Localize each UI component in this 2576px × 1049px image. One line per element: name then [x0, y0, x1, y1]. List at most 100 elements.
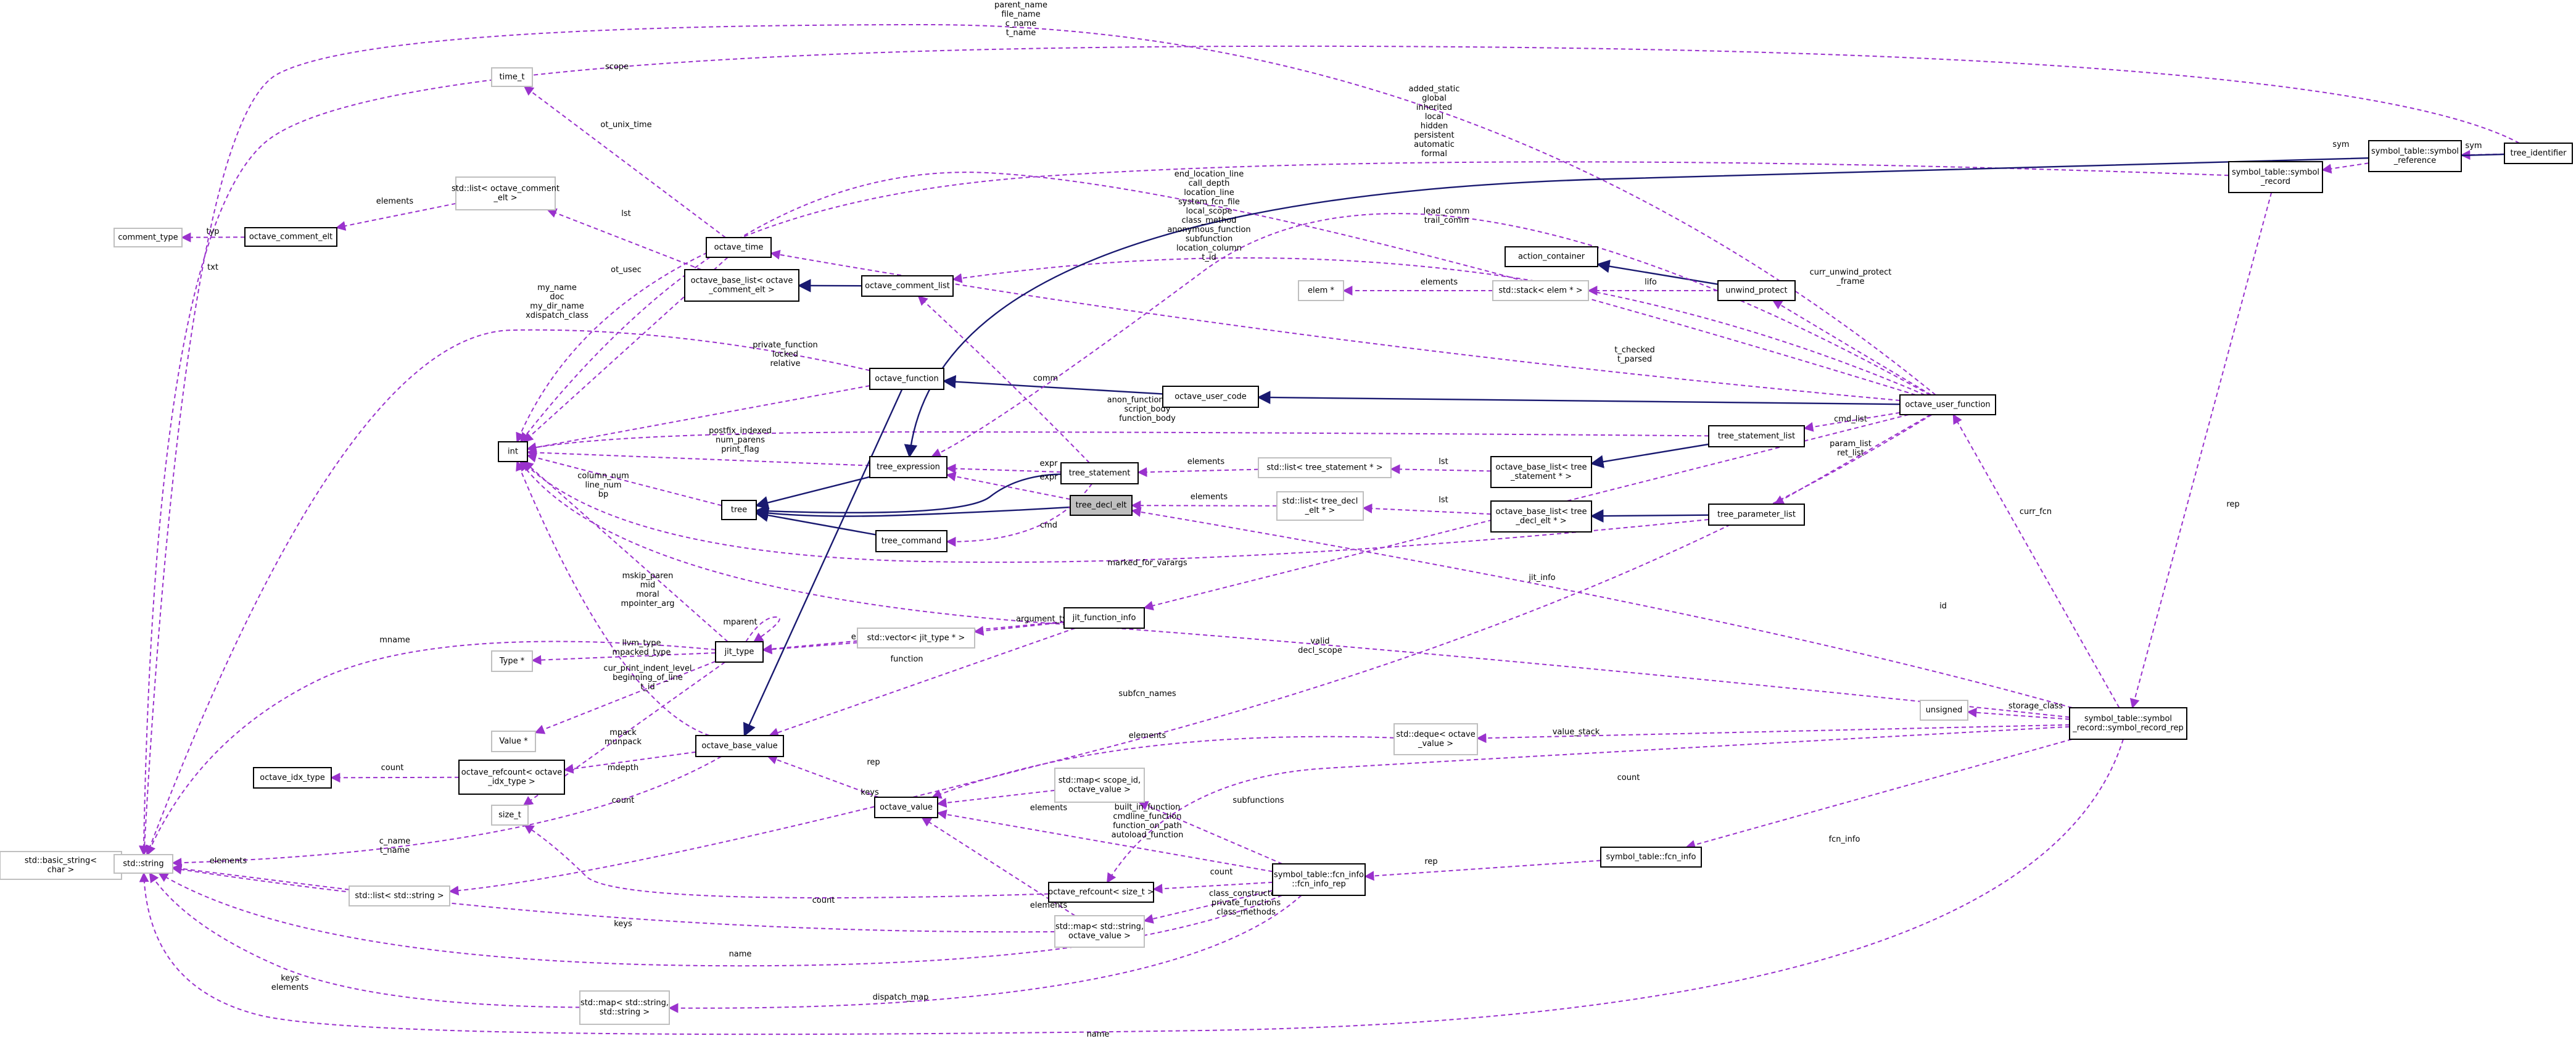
node-std-list-std-string[interactable]: std::list< std::string > — [349, 885, 450, 906]
node-label: std::deque< octave — [1396, 730, 1476, 739]
node-std-list-comment-elt[interactable]: std::list< octave_comment_elt > — [452, 176, 559, 210]
node-octave-value[interactable]: octave_value — [874, 797, 938, 818]
node-octave-time[interactable]: octave_time — [706, 237, 772, 258]
edge-octave-user-function-to-octave-time — [770, 249, 1901, 401]
node-type-ptr[interactable]: Type * — [491, 650, 533, 672]
node-box — [1708, 504, 1805, 526]
edge-label-line: typ — [206, 227, 219, 236]
node-std-vector-jit-type[interactable]: std::vector< jit_type * > — [857, 628, 975, 649]
node-std-map-scope-id[interactable]: std::map< scope_id,octave_value > — [1054, 768, 1145, 803]
edge-std-map-string-value-to-std-string — [171, 864, 1055, 933]
edge-label-line: xdispatch_class — [526, 311, 588, 320]
node-label: _value > — [1418, 739, 1453, 748]
node-int[interactable]: int — [498, 441, 528, 462]
edge-label-line: dispatch_map — [873, 993, 929, 1002]
edge-label-line: elements — [1191, 492, 1228, 502]
edge-label-line: marked_for_varargs — [1107, 558, 1187, 568]
node-jit-function-info[interactable]: jit_function_info — [1063, 607, 1145, 629]
edge-label-line: curr_fcn — [2020, 507, 2052, 516]
edge-label-value-stack: value_stack — [1553, 728, 1600, 737]
node-box — [1600, 847, 1702, 868]
node-octave-user-code[interactable]: octave_user_code — [1162, 386, 1259, 408]
edge-label-line: mpointer_arg — [621, 599, 675, 608]
node-octave-refcount-size-t[interactable]: octave_refcount< size_t > — [1048, 882, 1154, 903]
node-label: tree_identifier — [2511, 149, 2567, 158]
node-std-string[interactable]: std::string — [114, 854, 173, 874]
edge-unwind-protect-to-action-container — [1596, 259, 1719, 285]
node-unwind-protect[interactable]: unwind_protect — [1717, 280, 1796, 301]
node-value-ptr[interactable]: Value * — [491, 731, 536, 752]
edge-label-line: rep — [2226, 500, 2239, 509]
node-octave-base-list-tree-statement[interactable]: octave_base_list< tree_statement * > — [1490, 456, 1592, 488]
node-std-deque-value[interactable]: std::deque< octave_value > — [1393, 723, 1478, 755]
node-label: size_t — [498, 811, 521, 820]
node-symbol-record-rep[interactable]: symbol_table::symbol_record::symbol_reco… — [2069, 707, 2187, 740]
node-tree-identifier[interactable]: tree_identifier — [2504, 143, 2573, 164]
node-symbol-record[interactable]: symbol_table::symbol_record — [2228, 161, 2323, 193]
edge-label-sym-reference: sym — [2465, 141, 2482, 151]
node-action-container[interactable]: action_container — [1505, 246, 1598, 267]
node-tree-statement-list[interactable]: tree_statement_list — [1708, 425, 1805, 447]
node-box — [874, 797, 938, 818]
node-std-stack-elem[interactable]: std::stack< elem * > — [1492, 280, 1589, 301]
node-tree-parameter-list[interactable]: tree_parameter_list — [1708, 504, 1805, 526]
edge-label-line: elements — [1129, 731, 1166, 740]
node-std-list-tree-statement[interactable]: std::list< tree_statement * > — [1258, 457, 1392, 478]
node-comment-type[interactable]: comment_type — [114, 228, 183, 247]
node-fcn-info[interactable]: symbol_table::fcn_info — [1600, 847, 1702, 868]
edge-symbol-record-rep-to-octave-refcount-size-t — [1107, 726, 2070, 884]
node-octave-base-list-comment-elt[interactable]: octave_base_list< octave_comment_elt > — [684, 269, 799, 302]
node-label: jit_type — [724, 647, 754, 657]
node-tree-decl-elt[interactable]: tree_decl_elt — [1070, 495, 1133, 516]
edge-tree-decl-elt-to-tree-expression — [946, 471, 1071, 500]
node-octave-base-list-tree-decl-elt[interactable]: octave_base_list< tree_decl_elt * > — [1490, 500, 1592, 533]
node-label: std::list< tree_decl — [1282, 497, 1358, 506]
node-octave-comment-elt[interactable]: octave_comment_elt — [244, 227, 337, 247]
edge-label-curr-unwind: curr_unwind_protect_frame — [1810, 268, 1892, 286]
edge-fcn-info-rep-to-std-string — [158, 873, 1282, 967]
edge-label-line: anonymous_function — [1167, 225, 1250, 234]
node-std-map-string-string[interactable]: std::map< std::string,std::string > — [579, 990, 670, 1025]
node-label: Value * — [499, 737, 528, 746]
edge-label-rep-value: rep — [867, 758, 880, 767]
node-tree[interactable]: tree — [721, 500, 757, 520]
edge-label-line: private_function — [753, 341, 818, 350]
node-box — [1054, 915, 1145, 948]
node-tree-expression[interactable]: tree_expression — [869, 456, 947, 478]
node-octave-refcount-idx[interactable]: octave_refcount< octave_idx_type > — [458, 760, 565, 795]
node-std-map-string-value[interactable]: std::map< std::string,octave_value > — [1054, 915, 1145, 948]
node-octave-function[interactable]: octave_function — [869, 368, 944, 390]
edge-label-line: private_functions — [1212, 898, 1281, 908]
node-symbol-reference[interactable]: symbol_table::symbol_reference — [2368, 140, 2462, 172]
edge-label-line: locked — [772, 350, 798, 359]
edge-label-storage-class: storage_class — [2008, 702, 2063, 711]
edge-std-list-tree-decl-elt-to-tree-decl-elt — [1131, 500, 1278, 511]
edge-symbol-record-to-symbol-record-rep — [2129, 192, 2273, 709]
node-octave-comment-list[interactable]: octave_comment_list — [861, 275, 954, 297]
edge-label-marked-for-varargs: marked_for_varargs — [1107, 558, 1187, 568]
node-unsigned[interactable]: unsigned — [1920, 700, 1968, 721]
node-label: _elt * > — [1305, 506, 1335, 515]
node-std-basic-string[interactable]: std::basic_string<char > — [0, 851, 122, 880]
edge-label-jit-info: jit_info — [1528, 573, 1555, 583]
edge-std-list-std-string-to-std-string — [171, 863, 350, 890]
node-time-t[interactable]: time_t — [491, 67, 533, 87]
node-box — [1272, 863, 1366, 896]
node-octave-base-value[interactable]: octave_base_value — [695, 735, 784, 757]
node-elem-ptr[interactable]: elem * — [1298, 280, 1344, 301]
node-fcn-info-rep[interactable]: symbol_table::fcn_info::fcn_info_rep — [1272, 863, 1366, 896]
node-jit-type[interactable]: jit_type — [715, 641, 764, 663]
edge-std-map-scope-id-to-octave-value — [936, 789, 1055, 808]
node-box — [1393, 723, 1478, 755]
node-tree-statement[interactable]: tree_statement — [1060, 462, 1139, 484]
edge-label-line: munpack — [605, 737, 642, 747]
node-tree-command[interactable]: tree_command — [875, 530, 947, 552]
node-std-list-tree-decl-elt[interactable]: std::list< tree_decl_elt * > — [1276, 491, 1364, 521]
node-octave-idx-type[interactable]: octave_idx_type — [253, 767, 332, 789]
node-label: _statement * > — [1510, 472, 1572, 481]
node-size-t[interactable]: size_t — [491, 805, 529, 826]
node-octave-user-function[interactable]: octave_user_function — [1899, 394, 1996, 415]
